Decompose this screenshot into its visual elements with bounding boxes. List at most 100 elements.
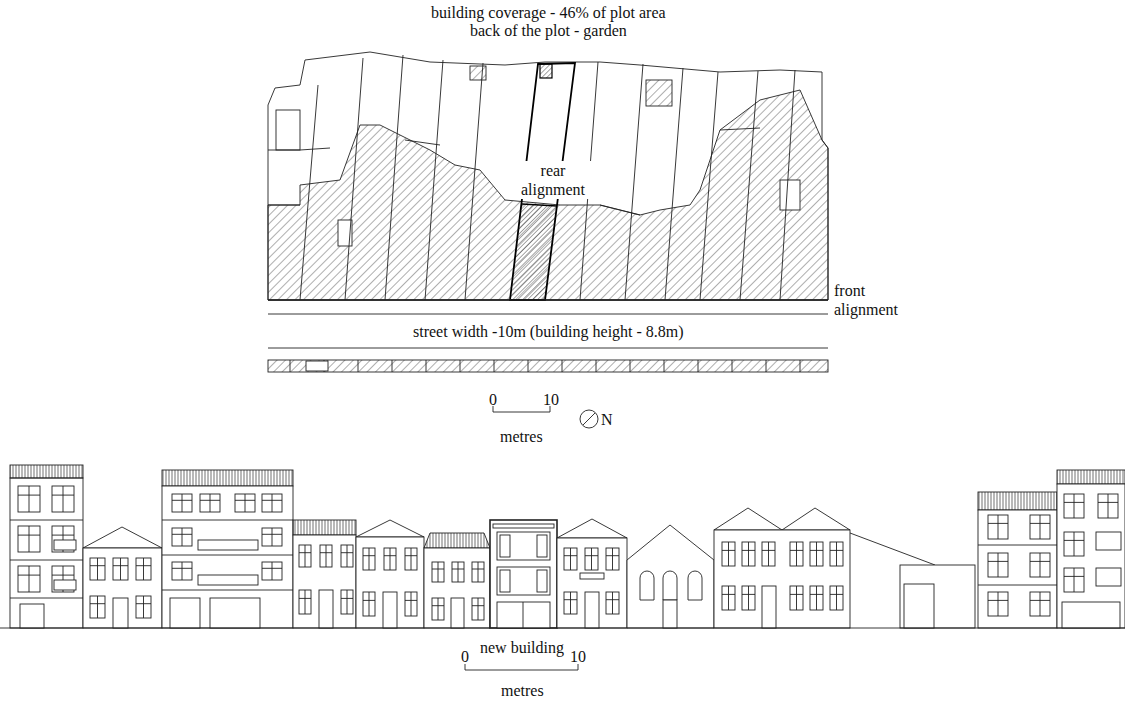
facade-line [816,586,817,610]
window [1030,553,1050,577]
facade-line [564,555,577,556]
facade-line [722,594,735,595]
facade-line [836,542,837,566]
cornice [162,470,293,486]
facade [83,548,162,628]
plot-divider [800,360,801,372]
outbuilding [470,66,486,80]
facade-line [1040,553,1041,577]
window [585,548,598,570]
window-frame [500,570,510,592]
scale-bar-2 [465,664,578,670]
window [235,494,255,512]
facade-line [369,548,370,570]
opposite-plots [290,360,800,372]
facade-line [262,568,282,569]
building-depth [720,128,760,130]
facade-line [162,590,293,591]
facade-line [172,568,192,569]
rear-alignment-line [522,204,557,206]
facade-line [748,542,749,566]
plot-divider [780,70,795,300]
window [830,542,843,566]
facade-line [235,500,255,501]
window [18,486,40,512]
facade-line [10,520,83,521]
facade-line [988,600,1008,601]
cornice [493,524,554,528]
gable-house [627,525,714,628]
facade-line [742,594,755,595]
window [172,494,192,512]
facade-line [347,545,348,567]
balcony [198,540,258,550]
window [1030,592,1050,616]
facade [900,565,975,628]
plot-divider [625,64,643,300]
facade-line [347,590,348,614]
alignment-label: rear alignment [511,161,595,199]
facade-line [29,486,30,512]
building-depth [268,150,300,151]
window [341,545,353,567]
balcony [1096,568,1121,586]
facade [1057,484,1125,628]
window [564,592,577,614]
scale-bar [493,412,550,413]
facade-line [478,562,479,582]
scale-unit: metres [501,681,544,700]
door [585,592,599,628]
window [18,526,40,552]
street-label: street width -10m (building height - 8.8… [410,322,687,341]
facade-line [438,598,439,620]
facade [10,478,83,628]
facade-line [200,500,220,501]
plot-divider [528,360,529,372]
facade-line [18,575,40,576]
facade-line [1098,502,1118,503]
plot-divider [630,360,631,372]
window [90,596,105,618]
facade-line [52,535,74,536]
facade-line [18,535,40,536]
plot-divider [665,68,683,300]
facade-line [432,569,444,570]
block-outline [268,52,828,300]
facade-line [405,600,417,601]
facade-line [182,528,183,546]
plot-divider [392,360,393,372]
facade-line [172,500,192,501]
facade-line [305,545,306,567]
garage-door [904,584,934,628]
cornice [10,465,83,478]
building-depth [268,205,300,206]
facade-line [90,603,105,604]
facade-line [341,598,353,599]
facade-line [172,534,192,535]
plot-divider [732,360,733,372]
window [405,548,417,570]
facade-line [0,628,1125,629]
street-edge [268,348,828,349]
arched-window [663,571,677,600]
facade-line [606,555,619,556]
facade-line [63,486,64,512]
door [663,600,677,628]
facade-line [612,592,613,614]
facade [557,538,627,628]
scale-bar [465,670,578,671]
facade-line [432,605,444,606]
plot-divider [426,360,427,372]
building-depth [300,148,330,150]
balcony [1096,532,1121,550]
building-depth [600,205,640,215]
facade-line [120,558,121,580]
facade-line [472,569,484,570]
roof [356,520,424,537]
plot-divider [425,60,443,300]
plot-dividers [268,55,795,300]
window [722,586,735,610]
scale-number: 0 [489,390,497,409]
north-label: N [601,410,613,429]
facade-line [136,603,151,604]
